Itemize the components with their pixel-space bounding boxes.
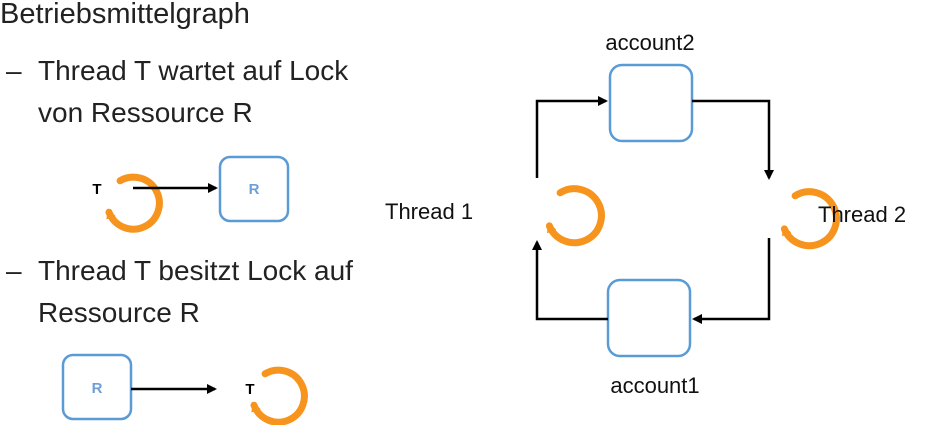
page-title: Betriebsmittelgraph [0,0,250,30]
thread2-label: Thread 2 [818,202,906,227]
account2-label: account2 [605,30,694,55]
resource-label: R [249,181,260,198]
thread-cycle-icon [250,366,308,425]
bullet-waits: – Thread T wartet auf Lock von Ressource… [6,50,348,134]
example-own: R T [61,353,308,425]
bullet-owns: – Thread T besitzt Lock auf Ressource R [6,250,353,334]
arrow-thread2-to-account1 [692,238,771,324]
account1-label: account1 [610,373,699,398]
account2-box [608,63,694,143]
arrow-account1-to-thread1 [532,240,608,321]
resource-box [218,155,290,223]
bullet-text-waits: Thread T wartet auf Lock von Ressource R [38,55,349,128]
resource-label: R [92,380,103,397]
account1-box [606,278,692,358]
thread1-cycle-icon [545,185,605,247]
example-wait: T R [92,155,290,233]
bullet-dash: – [6,255,22,286]
arrow-account2-to-thread2 [692,99,774,180]
thread2-cycle-icon [780,188,840,250]
thread1-label: Thread 1 [385,199,473,224]
bullet-text-owns: Thread T besitzt Lock auf Ressource R [38,255,353,328]
deadlock-cycle: account2 account1 Thread 1 Thread 2 [385,30,906,398]
thread-label: T [92,181,101,198]
resource-box [61,353,133,421]
arrow-thread1-to-account2 [535,96,608,178]
thread-label: T [245,381,254,398]
thread-cycle-icon [105,173,163,233]
bullet-dash: – [6,55,22,86]
